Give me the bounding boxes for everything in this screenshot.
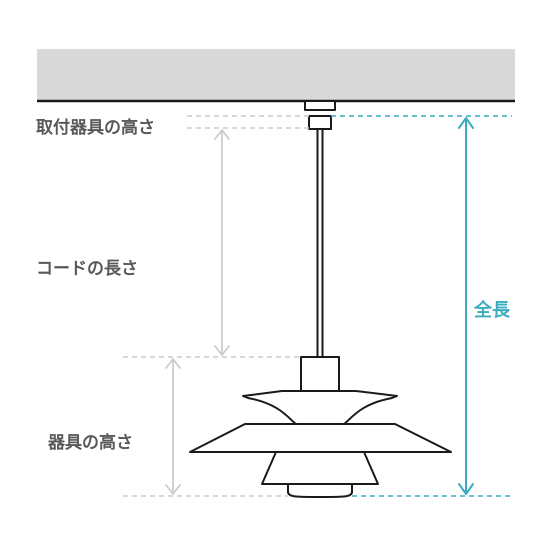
lamp-bottom-shade: [261, 451, 379, 485]
ceiling-canopy: [304, 100, 336, 111]
total-length-arrow-head-bottom: [458, 483, 474, 495]
cord-length-arrow-head-bottom: [214, 345, 230, 356]
cord: [316, 128, 324, 358]
guide-lines-gray: [123, 115, 309, 497]
fixture-height-label: 器具の高さ: [48, 433, 133, 453]
cord-length-arrow: [214, 129, 230, 356]
cord-length-arrow-head-top: [214, 129, 230, 140]
lamp-middle-shade: [189, 423, 452, 453]
guide-lines-teal: [331, 115, 512, 497]
total-length-arrow-head-top: [458, 117, 474, 129]
pendant-lamp: [189, 356, 452, 498]
ceiling: [37, 49, 515, 103]
cord-length-label: コードの長さ: [36, 259, 138, 279]
fixture-height-arrow-head-top: [165, 358, 181, 369]
total-length-label: 全長: [474, 300, 510, 321]
fixture-height-arrow-head-bottom: [165, 484, 181, 495]
lamp-top-shade: [242, 390, 398, 425]
lamp-socket-housing: [300, 356, 340, 392]
lamp-diffuser: [287, 483, 353, 498]
total-length-arrow: [458, 117, 474, 495]
mount-fixture: [304, 100, 336, 130]
fixture-height-arrow: [165, 358, 181, 495]
cord-line: [316, 128, 324, 358]
mount-height-label: 取付器具の高さ: [36, 118, 155, 138]
ceiling-panel: [37, 49, 515, 101]
cord-mount: [308, 115, 332, 130]
